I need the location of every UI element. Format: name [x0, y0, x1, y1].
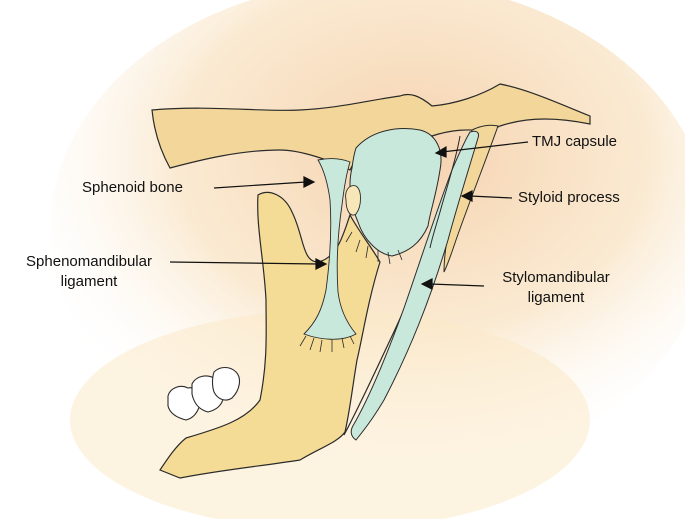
label-sphenomandibular-ligament: Sphenomandibular ligament — [14, 252, 164, 292]
label-stylomandibular-line1: Stylomandibular — [486, 268, 626, 288]
label-stylomandibular-line2: ligament — [486, 288, 626, 308]
label-styloid-process: Styloid process — [518, 188, 620, 208]
condyle — [346, 186, 361, 215]
label-sphenomandibular-line1: Sphenomandibular — [14, 252, 164, 272]
label-tmj-capsule: TMJ capsule — [532, 132, 617, 152]
label-sphenomandibular-line2: ligament — [14, 272, 164, 292]
label-stylomandibular-ligament: Stylomandibular ligament — [486, 268, 626, 308]
label-sphenoid-bone: Sphenoid bone — [82, 178, 183, 198]
